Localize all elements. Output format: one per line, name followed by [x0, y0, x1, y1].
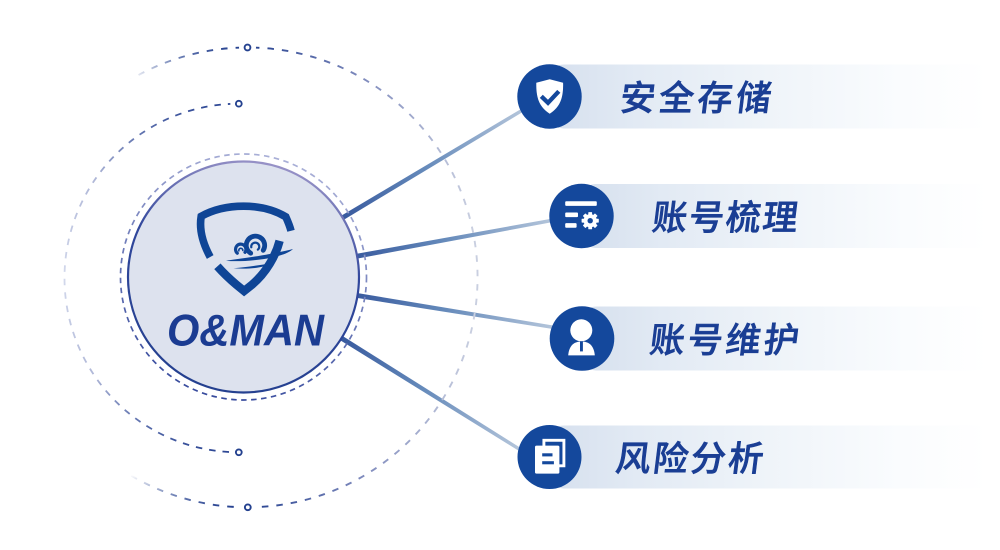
svg-text:O&MAN: O&MAN	[167, 307, 325, 356]
